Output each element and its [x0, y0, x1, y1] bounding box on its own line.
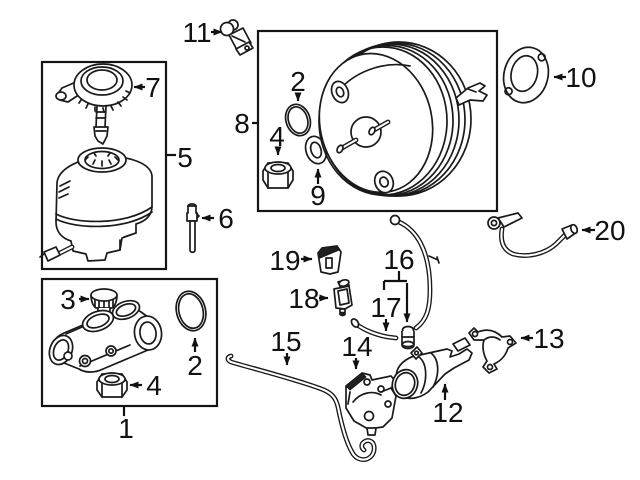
callout-16: 16: [383, 244, 414, 275]
callout-6: 6: [218, 203, 234, 234]
part-connector-hose-illustration: [350, 318, 415, 350]
callout-17: 17: [370, 292, 401, 323]
callout-1: 1: [118, 413, 134, 444]
part-vacuum-pipe-illustration: [389, 214, 440, 331]
callout-leaders: [79, 28, 595, 416]
part-clip-illustration: [317, 245, 342, 275]
callout-8: 8: [234, 108, 250, 139]
part-reservoir-plug-illustration: [90, 288, 118, 316]
part-oring-booster-illustration: [284, 103, 312, 137]
callout-4b: 4: [146, 370, 162, 401]
part-nut-master-illustration: [96, 372, 128, 398]
callout-11: 11: [182, 17, 211, 48]
part-reservoir-cap-illustration: [55, 63, 133, 145]
part-fluid-reservoir-illustration: [39, 147, 153, 262]
callout-7: 7: [145, 72, 161, 103]
part-pin-illustration: [186, 203, 200, 254]
callout-10: 10: [565, 62, 596, 93]
callout-15: 15: [270, 326, 301, 357]
booster-group-box: [256, 29, 499, 213]
callout-4a: 4: [269, 121, 285, 152]
part-sensor-illustration: [219, 19, 254, 56]
callout-13: 13: [533, 323, 564, 354]
part-pump-illustration: [391, 337, 473, 400]
callout-19: 19: [269, 245, 300, 276]
callout-5: 5: [177, 142, 193, 173]
reservoir-group-box: [40, 60, 168, 271]
callout-3: 3: [60, 284, 76, 315]
callout-14: 14: [341, 331, 372, 362]
callout-18: 18: [288, 283, 319, 314]
part-bracket-illustration: [345, 372, 397, 436]
part-master-cylinder-illustration: [48, 299, 163, 373]
part-strap-bracket-illustration: [468, 327, 517, 374]
part-oring-master-illustration: [175, 290, 207, 332]
part-nut-booster-illustration: [262, 161, 294, 189]
part-valve-illustration: [333, 278, 353, 317]
callout-20: 20: [594, 215, 625, 246]
callout-9: 9: [310, 180, 326, 211]
part-brake-booster-illustration: [318, 41, 488, 197]
part-hose-illustration: [225, 353, 377, 462]
callout-2b: 2: [187, 350, 203, 381]
part-vacuum-line-illustration: [487, 212, 579, 258]
callout-2a: 2: [290, 66, 306, 97]
master-cylinder-group-box: [40, 277, 219, 408]
callout-12: 12: [432, 397, 463, 428]
part-gasket-illustration: [502, 46, 550, 104]
